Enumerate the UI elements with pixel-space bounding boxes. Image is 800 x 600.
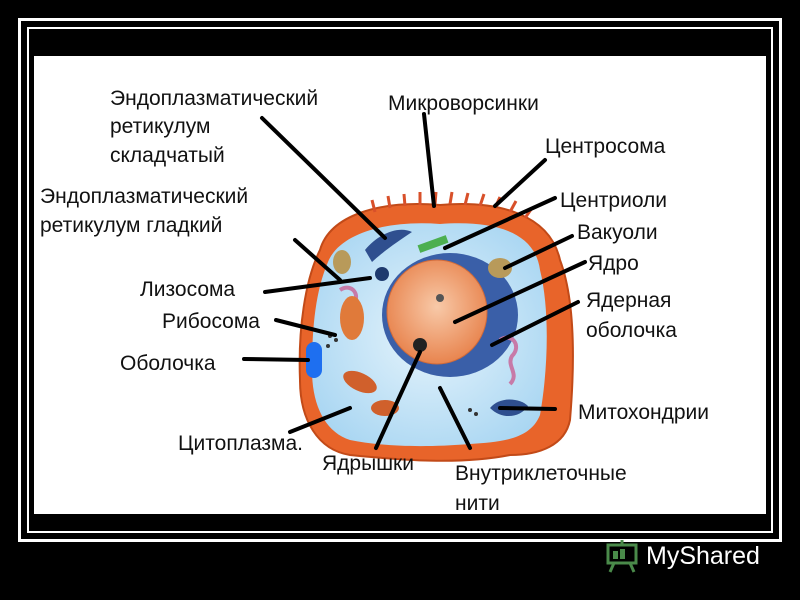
label-nuclear-envelope-2: оболочка <box>586 319 677 342</box>
vacuole-shape-2 <box>333 250 351 274</box>
membrane-protein-shape <box>306 342 322 378</box>
label-ribosome: Рибосома <box>162 310 260 333</box>
centriole-shape <box>417 235 449 253</box>
watermark-text: MyShared <box>646 541 760 570</box>
label-nucleus: Ядро <box>588 252 639 275</box>
presentation-board-icon <box>606 540 638 573</box>
label-membrane: Оболочка <box>120 352 216 375</box>
label-er-rough-1: Эндоплазматический <box>110 87 318 110</box>
label-filaments-1: Внутриклеточные <box>455 462 627 485</box>
vacuole-shape <box>488 258 512 278</box>
label-centrosome: Центросома <box>545 135 666 158</box>
label-centrioles: Центриоли <box>560 189 667 212</box>
label-vacuoles: Вакуоли <box>577 221 658 244</box>
lysosome-shape <box>375 267 389 281</box>
ribosome-dots <box>326 334 478 416</box>
label-nuclear-envelope-1: Ядерная <box>586 289 671 312</box>
label-er-rough-3: складчатый <box>110 144 225 167</box>
label-er-smooth-1: Эндоплазматический <box>40 185 248 208</box>
label-microvilli: Микроворсинки <box>388 92 539 115</box>
label-cytoplasm: Цитоплазма. <box>178 432 303 455</box>
label-mitochondria: Митохондрии <box>578 401 709 424</box>
mitochondrion-shape-3 <box>340 296 364 340</box>
nucleus-shape <box>386 259 488 365</box>
label-filaments-2: нити <box>455 492 500 515</box>
label-er-smooth-2: ретикулум гладкий <box>40 214 222 237</box>
labels: Эндоплазматический ретикулум складчатый … <box>40 87 709 515</box>
label-nucleoli: Ядрышки <box>322 452 414 475</box>
nucleolus-small <box>436 294 444 302</box>
rough-er-shape <box>365 229 412 262</box>
label-er-rough-2: ретикулум <box>110 115 210 138</box>
leader-lines <box>242 112 587 450</box>
label-lysosome: Лизосома <box>140 278 235 301</box>
nucleolus-shape <box>413 338 427 352</box>
watermark[interactable]: MyShared <box>606 538 760 574</box>
mitochondrion-shape <box>343 370 377 394</box>
